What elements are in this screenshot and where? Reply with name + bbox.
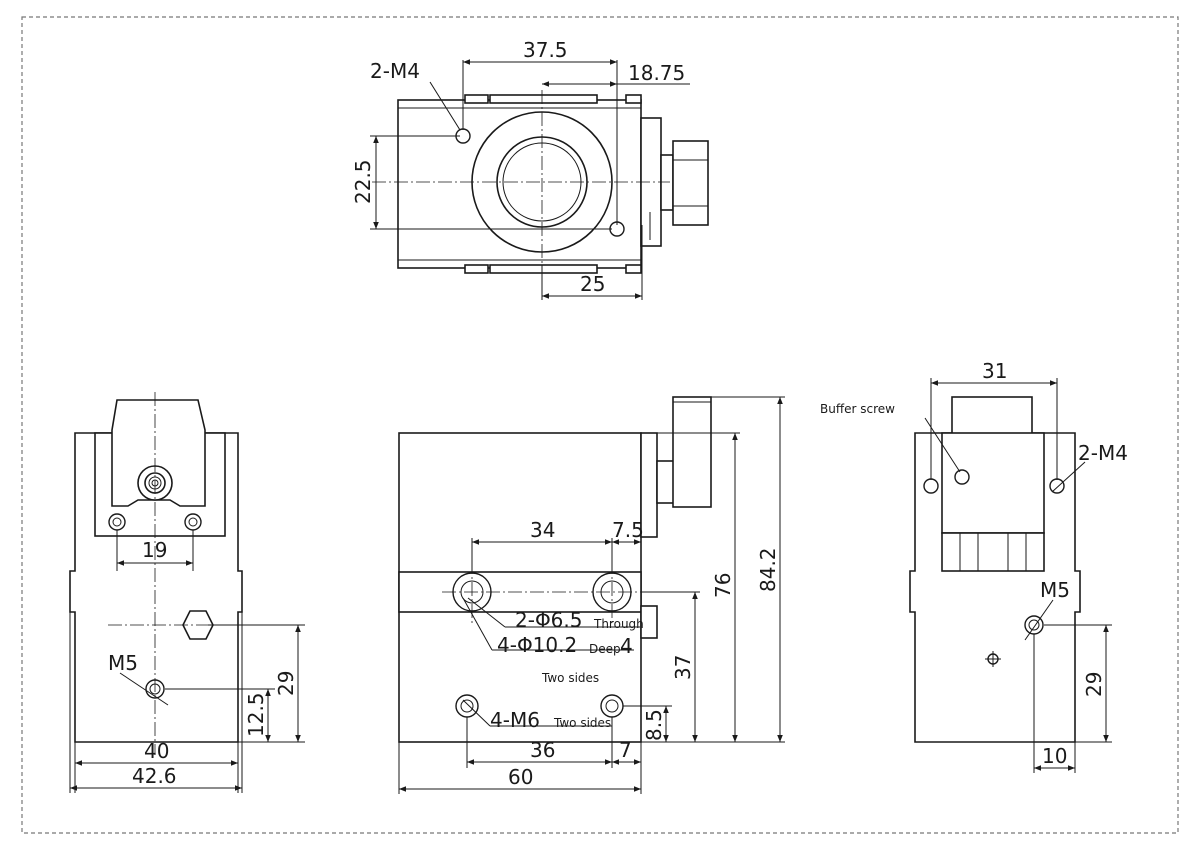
- top-dim-22-5: 22.5: [351, 159, 375, 204]
- right-label-m5: M5: [1040, 578, 1070, 602]
- right-view: 31 Buffer screw 2-M4 M5 29 10: [820, 359, 1128, 773]
- left-view: 19 29 12.5 40 42.6 M5: [69, 392, 305, 793]
- front-dim-36: 36: [530, 738, 555, 762]
- left-dim-40: 40: [144, 739, 169, 763]
- left-dim-29: 29: [274, 671, 298, 696]
- front-dim-60: 60: [508, 765, 533, 789]
- top-view-knob: [672, 140, 709, 226]
- left-dim-12-5: 12.5: [244, 692, 268, 737]
- drawing-frame: [21, 16, 1179, 834]
- front-label-through-note: Through: [593, 617, 644, 631]
- left-label-m5: M5: [108, 651, 138, 675]
- top-view: 37.5 18.75 22.5 25 2-M4: [351, 38, 709, 300]
- front-dim-84-2: 84.2: [756, 547, 780, 592]
- front-dim-76: 76: [711, 573, 735, 598]
- front-label-counterbore: 4-Φ10.2: [497, 633, 577, 657]
- front-dim-37: 37: [671, 655, 695, 680]
- left-hole-2: [184, 513, 202, 531]
- right-label-buffer-screw: Buffer screw: [820, 402, 895, 416]
- front-view-lever: [672, 396, 712, 508]
- front-label-two-sides-1: Two sides: [541, 671, 599, 685]
- front-label-deep-value: 4: [620, 634, 633, 658]
- buffer-screw: [954, 469, 970, 485]
- front-label-through-hole: 2-Φ6.5: [515, 608, 583, 632]
- m6-hole-right: [600, 694, 624, 718]
- front-dim-8-5: 8.5: [642, 709, 666, 741]
- left-view-bracket: [111, 399, 206, 507]
- front-view: 34 7.5 2-Φ6.5 Through 4-Φ10.2 Deep 4 Two…: [398, 396, 785, 794]
- right-dim-31: 31: [982, 359, 1007, 383]
- front-label-tapped-holes: 4-M6: [490, 708, 540, 732]
- top-label-2-m4: 2-M4: [370, 59, 420, 83]
- front-label-two-sides-2: Two sides: [553, 716, 611, 730]
- top-dim-37-5: 37.5: [523, 38, 568, 62]
- m6-hole-left: [455, 694, 479, 718]
- right-dim-29: 29: [1082, 672, 1106, 697]
- right-m4-hole-left: [923, 478, 939, 494]
- right-label-2-m4: 2-M4: [1078, 441, 1128, 465]
- right-dim-10: 10: [1042, 744, 1067, 768]
- right-m4-hole-right: [1049, 478, 1065, 494]
- front-dim-34: 34: [530, 518, 555, 542]
- left-hole-1: [108, 513, 126, 531]
- front-dim-7: 7: [619, 738, 632, 762]
- top-dim-18-75: 18.75: [628, 61, 685, 85]
- left-dim-19: 19: [142, 538, 167, 562]
- top-dim-25: 25: [580, 272, 605, 296]
- front-label-deep-note: Deep: [589, 642, 621, 656]
- front-dim-7-5: 7.5: [612, 518, 644, 542]
- left-dim-42-6: 42.6: [132, 764, 177, 788]
